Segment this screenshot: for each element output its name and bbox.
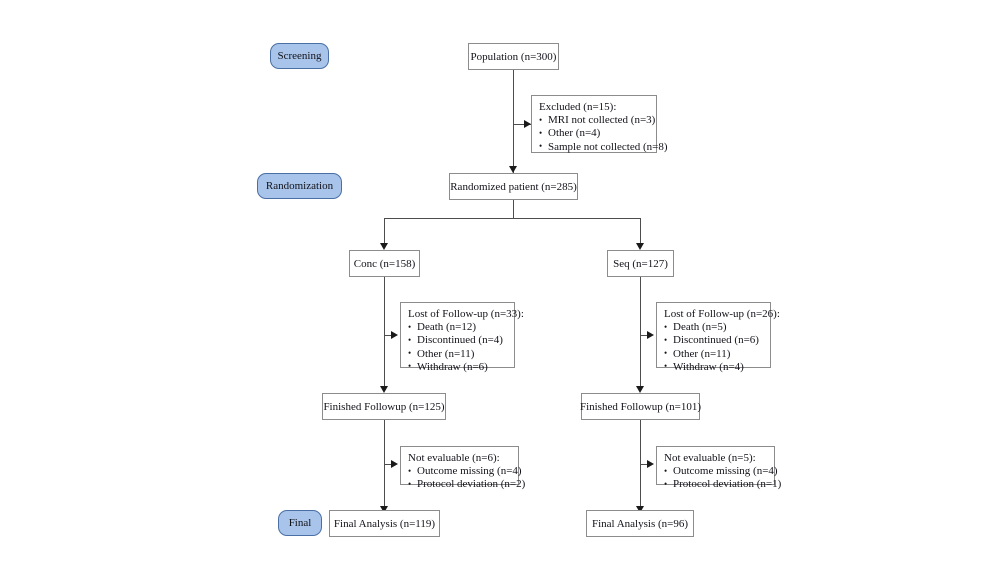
node-lost-followup-left-list: Death (n=12) Discontinued (n=4) Other (n… [408, 321, 507, 374]
arrowhead-to-lost-right [647, 331, 654, 339]
connector-finished-to-final-right [640, 420, 641, 510]
list-item: Protocol deviation (n=2) [408, 478, 525, 491]
node-randomized-label: Randomized patient (n=285) [450, 180, 577, 193]
node-excluded-list: MRI not collected (n=3) Other (n=4) Samp… [539, 114, 668, 154]
node-final-analysis-left: Final Analysis (n=119) [329, 510, 440, 537]
node-excluded: Excluded (n=15): MRI not collected (n=3)… [531, 95, 668, 154]
arrowhead-to-notevaluable-right [647, 460, 654, 468]
node-randomized: Randomized patient (n=285) [449, 173, 578, 200]
connector-split-right-drop [640, 218, 641, 246]
list-item: Death (n=5) [664, 321, 763, 334]
connector-seq-to-finished [640, 277, 641, 390]
connector-population-to-randomized [513, 70, 514, 173]
arrowhead-to-notevaluable-left [391, 460, 398, 468]
node-finished-followup-right-label: Finished Followup (n=101) [579, 400, 702, 413]
arrowhead-to-finished-left [380, 386, 388, 393]
list-item: Other (n=11) [664, 347, 763, 361]
node-seq-label: Seq (n=127) [613, 257, 668, 270]
stage-pill-final-label: Final [288, 517, 312, 529]
node-not-evaluable-right-list: Outcome missing (n=4) Protocol deviation… [664, 465, 781, 492]
node-lost-followup-right-list: Death (n=5) Discontinued (n=6) Other (n=… [664, 321, 763, 374]
node-finished-followup-left-label: Finished Followup (n=125) [323, 400, 445, 413]
node-finished-followup-right: Finished Followup (n=101) [579, 393, 702, 420]
stage-pill-final: Final [278, 510, 322, 536]
node-final-analysis-left-label: Final Analysis (n=119) [333, 517, 436, 530]
stage-pill-randomization-label: Randomization [265, 180, 334, 192]
stage-pill-screening-label: Screening [277, 50, 322, 62]
node-population-label: Population (n=300) [470, 50, 557, 63]
node-final-analysis-right: Final Analysis (n=96) [586, 510, 694, 537]
connector-to-lost-left [384, 335, 393, 336]
connector-to-lost-right [640, 335, 649, 336]
connector-randomized-to-split [513, 200, 514, 219]
connector-to-notevaluable-left [384, 464, 393, 465]
list-item: Death (n=12) [408, 321, 507, 334]
connector-split-horizontal [384, 218, 641, 219]
list-item: Sample not collected (n=8) [539, 140, 668, 154]
connector-to-excluded [513, 124, 531, 125]
connector-conc-to-finished [384, 277, 385, 390]
arrowhead-to-lost-left [391, 331, 398, 339]
node-population: Population (n=300) [468, 43, 559, 70]
node-lost-followup-left: Lost of Follow-up (n=33): Death (n=12) D… [400, 302, 524, 374]
node-not-evaluable-left-list: Outcome missing (n=4) Protocol deviation… [408, 465, 525, 492]
node-lost-followup-right: Lost of Follow-up (n=26): Death (n=5) Di… [656, 302, 780, 374]
list-item: Outcome missing (n=4) [408, 465, 522, 478]
arrowhead-to-finished-right [636, 386, 644, 393]
node-finished-followup-left: Finished Followup (n=125) [322, 393, 446, 420]
list-item: Withdraw (n=4) [664, 360, 763, 374]
list-item: Discontinued (n=4) [408, 334, 507, 347]
node-conc: Conc (n=158) [349, 250, 420, 277]
list-item: Other (n=4) [539, 127, 649, 140]
connector-to-notevaluable-right [640, 464, 649, 465]
list-item: Protocol deviation (n=1) [664, 478, 781, 491]
node-conc-label: Conc (n=158) [353, 257, 416, 270]
node-not-evaluable-left-header: Not evaluable (n=6): [408, 452, 500, 464]
stage-pill-randomization: Randomization [257, 173, 342, 199]
node-lost-followup-right-header: Lost of Follow-up (n=26): [664, 308, 780, 320]
arrowhead-to-conc [380, 243, 388, 250]
arrowhead-to-excluded [524, 120, 531, 128]
arrowhead-to-randomized [509, 166, 517, 173]
connector-finished-to-final-left [384, 420, 385, 510]
connector-split-left-drop [384, 218, 385, 246]
list-item: Other (n=11) [408, 347, 507, 361]
list-item: Discontinued (n=6) [664, 334, 763, 347]
list-item: Withdraw (n=6) [408, 360, 507, 374]
arrowhead-to-final-left [380, 506, 388, 513]
node-excluded-header: Excluded (n=15): [539, 101, 617, 113]
stage-pill-screening: Screening [270, 43, 329, 69]
list-item: MRI not collected (n=3) [539, 114, 655, 127]
node-not-evaluable-right-header: Not evaluable (n=5): [664, 452, 756, 464]
node-not-evaluable-left: Not evaluable (n=6): Outcome missing (n=… [400, 446, 525, 491]
node-final-analysis-right-label: Final Analysis (n=96) [591, 517, 689, 530]
arrowhead-to-seq [636, 243, 644, 250]
node-not-evaluable-right: Not evaluable (n=5): Outcome missing (n=… [656, 446, 781, 491]
arrowhead-to-final-right [636, 506, 644, 513]
node-lost-followup-left-header: Lost of Follow-up (n=33): [408, 308, 524, 320]
node-seq: Seq (n=127) [607, 250, 674, 277]
list-item: Outcome missing (n=4) [664, 465, 778, 478]
